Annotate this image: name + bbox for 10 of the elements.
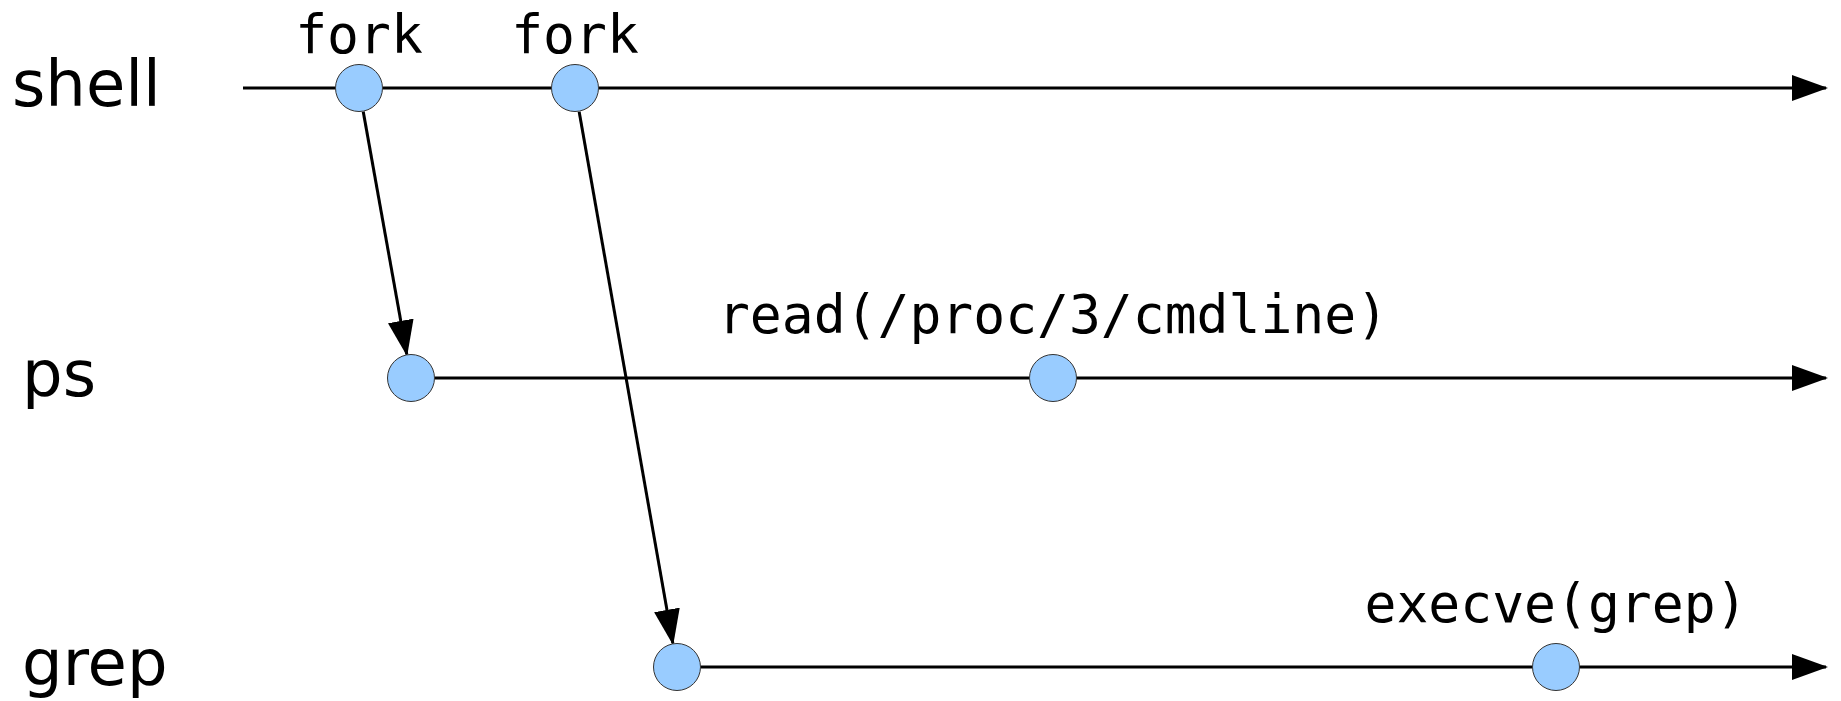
arrow — [599, 75, 1828, 101]
timeline-line — [383, 86, 551, 90]
timeline-line — [701, 665, 1532, 669]
syscall-label: fork — [511, 8, 639, 61]
arrow — [1077, 365, 1828, 391]
timeline-line — [243, 86, 335, 90]
timeline-line — [435, 376, 1029, 380]
process-name: shell — [12, 52, 161, 116]
arrow — [1580, 654, 1828, 680]
syscall-label: fork — [295, 8, 423, 61]
